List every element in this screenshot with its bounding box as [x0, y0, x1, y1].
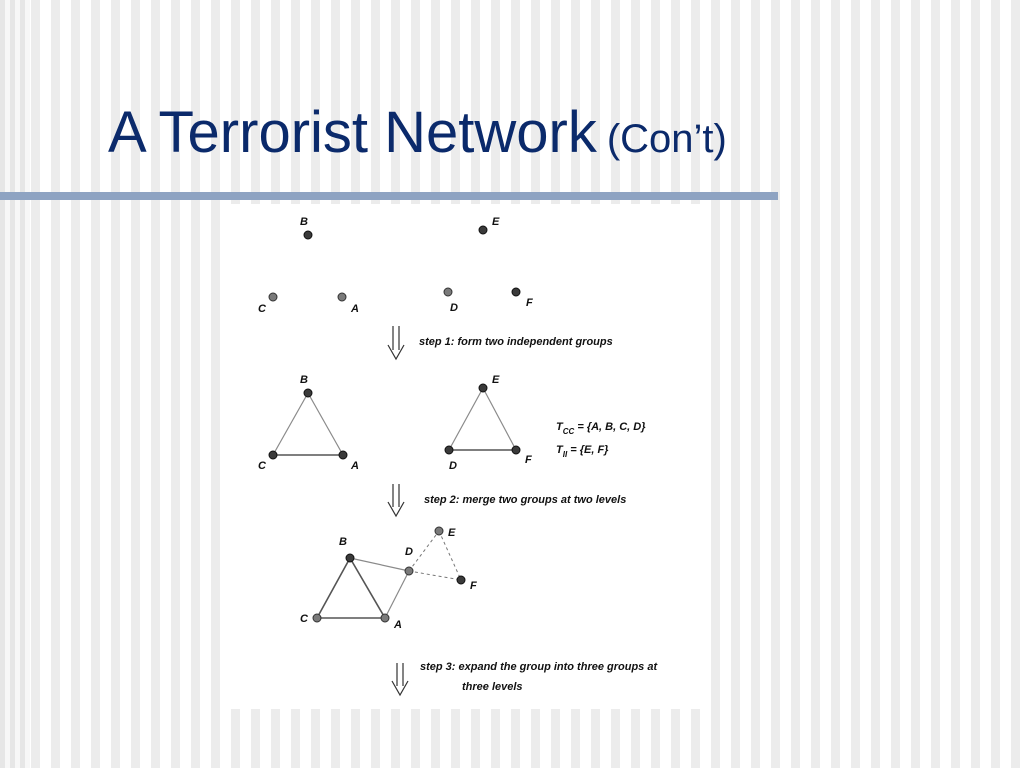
- equation-tii-subscript: II: [563, 450, 568, 459]
- s2-node-c: [312, 613, 322, 623]
- s1-edge-ef: [482, 387, 517, 451]
- s2-edge-ba: [349, 557, 386, 619]
- s2-node-d: [404, 566, 414, 576]
- s0-label-d: D: [450, 302, 458, 314]
- stage-1-two-groups: B C A E D F TCC = {A, B, C, D} TII = {E,…: [258, 374, 646, 472]
- step-1-caption: step 1: form two independent groups: [419, 336, 613, 348]
- s1-node-a: [338, 450, 348, 460]
- equation-tcc-members: = {A, B, C, D}: [574, 421, 646, 433]
- down-double-arrow-icon: [387, 484, 405, 518]
- equation-tii: TII = {E, F}: [556, 444, 609, 459]
- s2-node-e: [434, 526, 444, 536]
- s0-node-c: [268, 292, 278, 302]
- s1-edge-ba: [307, 392, 344, 456]
- s0-label-b: B: [300, 216, 308, 228]
- network-diagram-figure: B E C A D F step 1: form two independent…: [230, 204, 708, 709]
- equation-tii-main: T: [556, 444, 564, 456]
- s1-label-f: F: [525, 454, 532, 466]
- step-3-caption-line-2: three levels: [462, 681, 523, 693]
- s0-node-b: [303, 230, 313, 240]
- s2-edge-ad: [384, 570, 410, 619]
- s1-label-d: D: [449, 460, 457, 472]
- s2-node-a: [380, 613, 390, 623]
- down-double-arrow-icon: [387, 326, 405, 361]
- equation-tcc-subscript: CC: [563, 427, 575, 436]
- s0-label-a: A: [350, 303, 359, 315]
- step-1-arrow: [387, 326, 405, 361]
- equation-tii-members: = {E, F}: [567, 444, 609, 456]
- title-underline: [0, 192, 778, 200]
- s2-label-e: E: [448, 527, 456, 539]
- s1-node-b: [303, 388, 313, 398]
- s1-label-a: A: [350, 460, 359, 472]
- s1-node-e: [478, 383, 488, 393]
- equation-tcc: TCC = {A, B, C, D}: [556, 421, 646, 436]
- s0-label-c: C: [258, 303, 267, 315]
- s2-edge-bd: [349, 557, 410, 572]
- s0-node-e: [478, 225, 488, 235]
- s2-edge-df: [408, 570, 462, 581]
- s1-label-b: B: [300, 374, 308, 386]
- network-diagram: B E C A D F step 1: form two independent…: [258, 216, 658, 697]
- s2-label-b: B: [339, 536, 347, 548]
- equation-tcc-main: T: [556, 421, 564, 433]
- s1-node-c: [268, 450, 278, 460]
- s1-edge-bc: [272, 392, 309, 456]
- s0-node-f: [511, 287, 521, 297]
- s1-label-e: E: [492, 374, 500, 386]
- s2-node-f: [456, 575, 466, 585]
- title-suffix: (Con’t): [606, 117, 727, 161]
- stage-2-merged-groups: B D E F C A: [300, 526, 477, 631]
- s2-label-c: C: [300, 613, 309, 625]
- s2-label-a: A: [393, 619, 402, 631]
- s1-node-d: [444, 445, 454, 455]
- s2-edge-de: [408, 530, 440, 572]
- down-double-arrow-icon: [391, 663, 409, 697]
- s2-edge-ef: [438, 530, 462, 581]
- s0-label-f: F: [526, 297, 533, 309]
- s2-edge-bc: [316, 557, 351, 619]
- step-2-caption: step 2: merge two groups at two levels: [424, 494, 626, 506]
- slide-title: A Terrorist Network(Con’t): [108, 104, 727, 162]
- title-main: A Terrorist Network: [108, 100, 597, 165]
- step-2-arrow: [387, 484, 405, 518]
- step-3-caption-line-1: step 3: expand the group into three grou…: [420, 661, 658, 673]
- s1-node-f: [511, 445, 521, 455]
- stage-0-isolated-nodes: B E C A D F: [258, 216, 533, 315]
- s0-node-a: [337, 292, 347, 302]
- step-3-arrow: [391, 663, 409, 697]
- s0-label-e: E: [492, 216, 500, 228]
- s2-node-b: [345, 553, 355, 563]
- s2-label-f: F: [470, 580, 477, 592]
- s0-node-d: [443, 287, 453, 297]
- background-left-band: [0, 0, 30, 768]
- s2-label-d: D: [405, 546, 413, 558]
- s1-edge-ed: [448, 387, 484, 451]
- s1-label-c: C: [258, 460, 267, 472]
